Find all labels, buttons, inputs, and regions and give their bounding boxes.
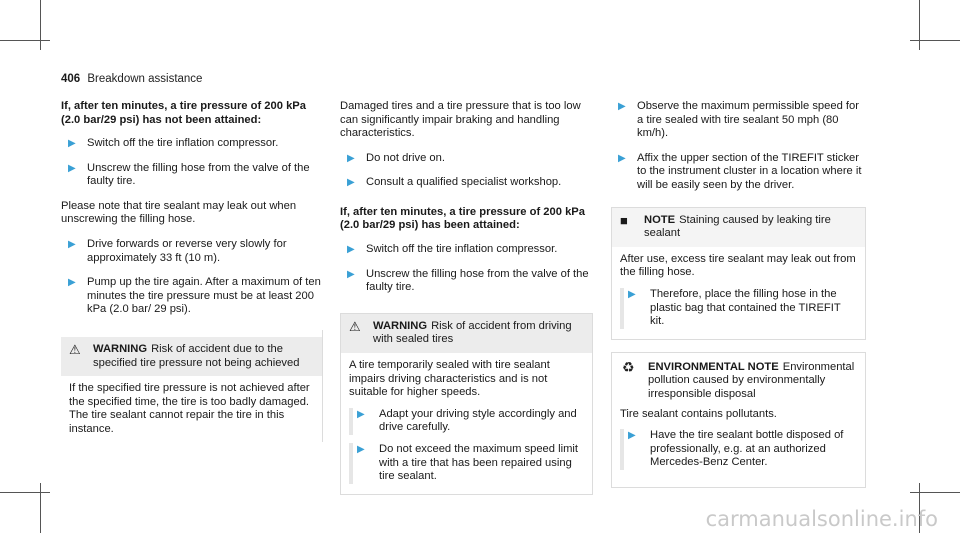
section-title: Breakdown assistance (87, 73, 203, 85)
crop-mark (0, 492, 50, 493)
watermark: carmanualsonline.info (705, 507, 938, 532)
list-item: ▶Affix the upper section of the TIREFIT … (618, 151, 862, 191)
arrow-right-icon: ▶ (68, 238, 76, 250)
arrow-right-icon: ▶ (628, 288, 636, 300)
crop-mark (0, 40, 50, 41)
list-item: ▶Pump up the tire again. After a maximum… (68, 276, 321, 316)
arrow-right-icon: ▶ (347, 177, 355, 189)
arrow-right-icon: ▶ (357, 443, 365, 455)
divider (322, 330, 323, 442)
page-number: 406 (61, 73, 81, 85)
crop-mark (910, 40, 960, 41)
note-label: NOTE (644, 213, 676, 226)
recycle-icon: ♻ (622, 358, 635, 375)
warning-body: A tire temporarily sealed with tire seal… (341, 353, 592, 494)
crop-mark (919, 483, 920, 533)
paragraph: Damaged tires and a tire pressure that i… (340, 100, 581, 140)
arrow-right-icon: ▶ (68, 277, 76, 289)
page-header: 406 Breakdown assistance (61, 73, 202, 87)
arrow-right-icon: ▶ (357, 408, 365, 420)
section-heading: If, after ten minutes, a tire pressure o… (61, 100, 306, 126)
list-item: ▶Adapt your driving style accordingly an… (349, 407, 584, 435)
paragraph: Please note that tire sealant may leak o… (61, 199, 297, 226)
list-item: ▶Do not exceed the maximum speed limit w… (349, 442, 584, 484)
note-body: After use, excess tire sealant may leak … (612, 247, 865, 339)
arrow-right-icon: ▶ (68, 162, 76, 174)
note-text: After use, excess tire sealant may leak … (620, 252, 856, 279)
list-item: ▶Do not drive on. (347, 151, 445, 164)
environmental-note-title: Environmental pollution caused by enviro… (648, 360, 855, 400)
list-item: ▶Consult a qualified specialist workshop… (347, 176, 562, 189)
environmental-note-text: Tire sealant contains pollutants. (620, 407, 777, 420)
warning-label: WARNING (93, 342, 148, 355)
crop-mark (919, 0, 920, 50)
list-item: ▶Unscrew the filling hose from the valve… (68, 161, 310, 188)
list-item: ▶Switch off the tire inflation compresso… (347, 242, 558, 255)
column-1: If, after ten minutes, a tire pressure o… (61, 100, 323, 455)
crop-mark (910, 492, 960, 493)
list-item: ▶Unscrew the filling hose from the valve… (347, 267, 589, 294)
environmental-note-label: ENVIRONMENTAL NOTE (648, 360, 779, 373)
warning-title: Risk of accident due to the specified ti… (93, 342, 300, 369)
arrow-right-icon: ▶ (347, 152, 355, 164)
warning-label: WARNING (373, 319, 428, 332)
crop-mark (40, 483, 41, 533)
arrow-right-icon: ▶ (618, 101, 626, 112)
warning-text: A tire temporarily sealed with tire seal… (349, 358, 550, 399)
list-item: ▶Observe the maximum permissible speed f… (618, 100, 859, 140)
warning-triangle-icon: ⚠ (349, 318, 361, 334)
crop-mark (40, 0, 41, 50)
list-item: ▶Have the tire sealant bottle disposed o… (620, 429, 857, 470)
list-item: ▶Therefore, place the filling hose in th… (620, 287, 857, 329)
list-item: ▶Drive forwards or reverse very slowly f… (68, 237, 287, 264)
column-2: Damaged tires and a tire pressure that i… (340, 100, 593, 507)
list-item: ▶Switch off the tire inflation compresso… (68, 137, 279, 149)
note-title: Staining caused by leaking tire sealant (644, 213, 831, 240)
warning-body: If the specified tire pressure is not ac… (69, 382, 310, 435)
arrow-right-icon: ▶ (347, 243, 355, 255)
arrow-right-icon: ▶ (618, 152, 626, 164)
column-3: ▶Observe the maximum permissible speed f… (611, 100, 866, 500)
arrow-right-icon: ▶ (347, 268, 355, 280)
section-heading: If, after ten minutes, a tire pressure o… (340, 205, 585, 232)
warning-triangle-icon: ⚠ (69, 341, 81, 357)
warning-title: Risk of accident from driving with seale… (373, 319, 572, 346)
note-square-icon: ■ (620, 212, 628, 228)
arrow-right-icon: ▶ (68, 138, 76, 149)
arrow-right-icon: ▶ (628, 430, 636, 442)
